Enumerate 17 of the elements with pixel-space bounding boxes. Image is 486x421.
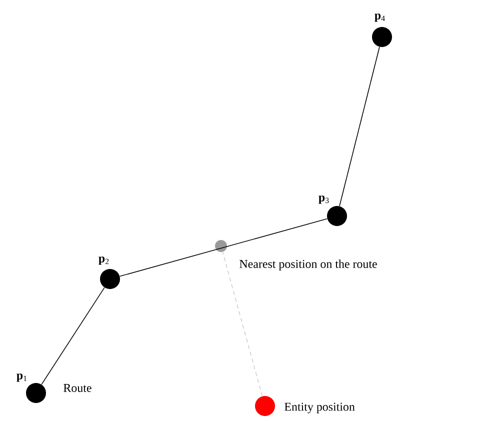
point-caption: Nearest position on the route — [240, 260, 377, 270]
point-marker — [372, 27, 392, 47]
point-marker — [100, 269, 120, 289]
point-caption: Entity position — [284, 402, 355, 414]
point-label: p$_{4}$ — [374, 14, 385, 22]
point-marker — [215, 240, 227, 252]
point-label: p$_{1}$ — [16, 374, 27, 382]
point-marker — [327, 206, 347, 226]
route-segment — [41, 287, 105, 385]
point-label: p$_{3}$ — [318, 196, 329, 204]
point-label: p$_{2}$ — [98, 256, 109, 265]
route-segment — [119, 218, 328, 277]
route-label: Route — [64, 384, 92, 392]
point-marker — [255, 396, 275, 416]
dashed-line — [222, 252, 262, 396]
point-marker — [26, 383, 46, 403]
route-segment — [339, 46, 380, 207]
